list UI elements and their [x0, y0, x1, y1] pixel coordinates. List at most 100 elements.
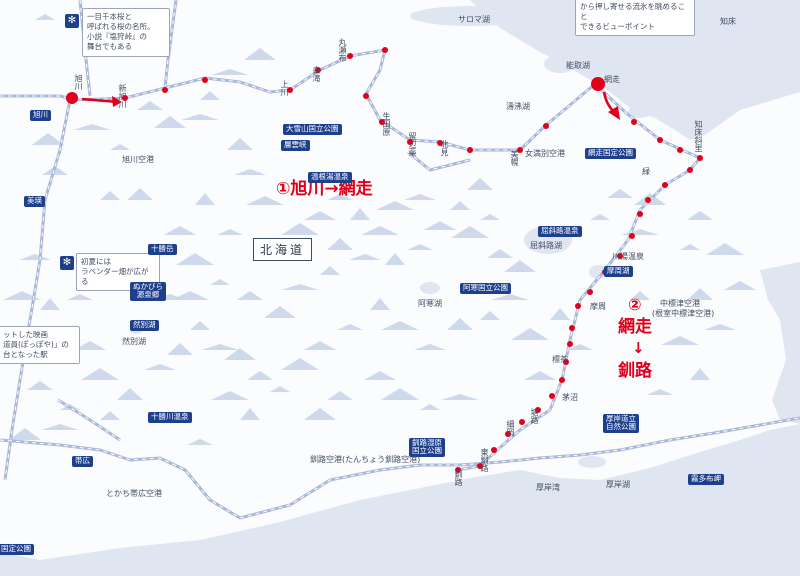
mountain-shape [407, 244, 433, 250]
route1-station-dot [437, 140, 443, 146]
mountain-shape [224, 348, 256, 360]
mountain-shape [621, 229, 659, 235]
mountain-shape [27, 381, 53, 390]
mountain-shape [144, 364, 176, 370]
mountain-shape [327, 391, 353, 400]
region-label: 北海道 [253, 238, 313, 261]
rail-line-dash [164, 0, 177, 89]
route2-station-dot [687, 167, 693, 173]
pacific-sea [0, 424, 800, 576]
mountain-shape [240, 408, 260, 420]
mountain-shape [127, 188, 153, 200]
place-tokachidake: 十勝岳 [148, 244, 177, 255]
mountain-shape [504, 260, 536, 272]
rail-line [3, 99, 72, 481]
route2-station-dot [491, 447, 497, 453]
mountain-shape [181, 114, 219, 120]
mountain-shape [81, 368, 119, 380]
place-kussharo-onsen: 屈斜路温泉 [538, 226, 582, 237]
route2-station-dot [535, 407, 541, 413]
notoro-lake [544, 55, 576, 73]
route2-station-dot [697, 155, 703, 161]
place-mashu: 摩周湖 [604, 266, 633, 277]
place-sounkyo: 層雲峡 [281, 140, 310, 151]
station-kayanuma: 茅沼 [562, 393, 578, 402]
mountain-shape [154, 116, 186, 128]
route1-station-dot [287, 87, 293, 93]
station-shibecha: 標茶 [552, 355, 568, 364]
place-shiretoko: 知床 [720, 17, 736, 26]
station-higashi-kushiro: 東釧路 [480, 448, 489, 472]
route1-station-dot [543, 123, 549, 129]
mountain-shape [100, 411, 120, 420]
route1-arrow-head [112, 96, 122, 107]
station-abashiri: 網走 [604, 75, 620, 84]
place-nukabira: ぬかびら 源泉郷 [130, 282, 166, 301]
flower-icon: ✻ [65, 14, 79, 28]
place-shikaribetsu-lake: 然別湖 [122, 337, 146, 346]
place-tokachigawa: 十勝川温泉 [148, 412, 192, 423]
route2-station-dot [631, 119, 637, 125]
mountain-shape [724, 281, 756, 290]
mountain-shape [117, 388, 143, 400]
start-asahikawa-dot [66, 92, 78, 104]
place-notoro: 能取湖 [566, 61, 590, 70]
route1-station-dot [202, 77, 208, 83]
place-kussharo-lake: 屈斜路湖 [530, 241, 562, 250]
mountain-shape [337, 324, 363, 330]
mountain-shape [467, 178, 493, 190]
mountain-shape [687, 211, 713, 220]
place-nukabira-line1: ぬかびら [133, 282, 163, 291]
mountain-shape [3, 291, 41, 300]
station-ikutahara: 生田原 [382, 112, 391, 136]
route2-station-dot [645, 197, 651, 203]
route2-arrow-head [608, 106, 620, 120]
route1-station-dot [467, 147, 473, 153]
note-line: 一目千本桜と [87, 12, 132, 21]
rail-line-dash [0, 49, 596, 151]
mountain-shape [350, 208, 370, 220]
route2-station-dot [519, 419, 525, 425]
mountain-shape [661, 336, 699, 345]
station-asahikawa: 旭川 [74, 74, 83, 90]
station-mashu: 摩周 [590, 302, 606, 311]
note-line: 呼ばれる桜の名所。 [87, 22, 155, 32]
place-nakashibetsu-airport-alt: (根室中標津空港) [652, 309, 715, 318]
park-akkeshi: 厚岸道立 自然公園 [603, 414, 639, 433]
mountain-shape [304, 408, 336, 420]
note-lower-left: ットした映画 道員(ぽっぽや)」の 台となった駅 [0, 326, 80, 365]
station-hosooka: 細岡 [506, 420, 515, 436]
mountain-shape [550, 308, 570, 320]
place-tokachi-airport: とかち帯広空港 [106, 489, 162, 498]
place-kiritappu: 霧多布岬 [688, 474, 724, 485]
place-bihoro: 美瑛 [24, 196, 45, 207]
mountain-shape [327, 194, 353, 200]
mountain-shape [281, 358, 319, 370]
east-sea [760, 262, 800, 424]
route2-station-dot [559, 377, 565, 383]
place-obihiro: 帯広 [72, 456, 93, 467]
rail-line [407, 150, 471, 172]
place-akan-lake: 阿寒湖 [418, 299, 442, 308]
mountain-shape [200, 91, 220, 100]
place-saroma: サロマ湖 [458, 15, 490, 24]
mountain-shape [385, 253, 405, 265]
route1-station-dot [379, 119, 385, 125]
rail-line-dash [4, 99, 71, 481]
mountain-shape [190, 321, 210, 330]
park-abashiri: 網走国定公園 [585, 148, 636, 159]
park-akkeshi-line1: 厚岸道立 [606, 414, 636, 423]
route1-station-dot [407, 139, 413, 145]
mountain-shape [349, 254, 381, 260]
station-rubeshibe: 留辺蘂 [408, 132, 417, 156]
route-abashiri-kushiro [455, 77, 703, 473]
flower-icon: ✻ [60, 256, 74, 270]
place-asahikawa: 旭川 [30, 110, 51, 121]
note-line: 道員(ぽっぽや)」の [3, 340, 69, 350]
mountain-shape [424, 221, 456, 230]
route1-station-dot [517, 147, 523, 153]
route1-station-dot [363, 93, 369, 99]
start-abashiri-dot [591, 77, 605, 91]
park-kushiro-line1: 釧路湿原 [412, 438, 442, 447]
